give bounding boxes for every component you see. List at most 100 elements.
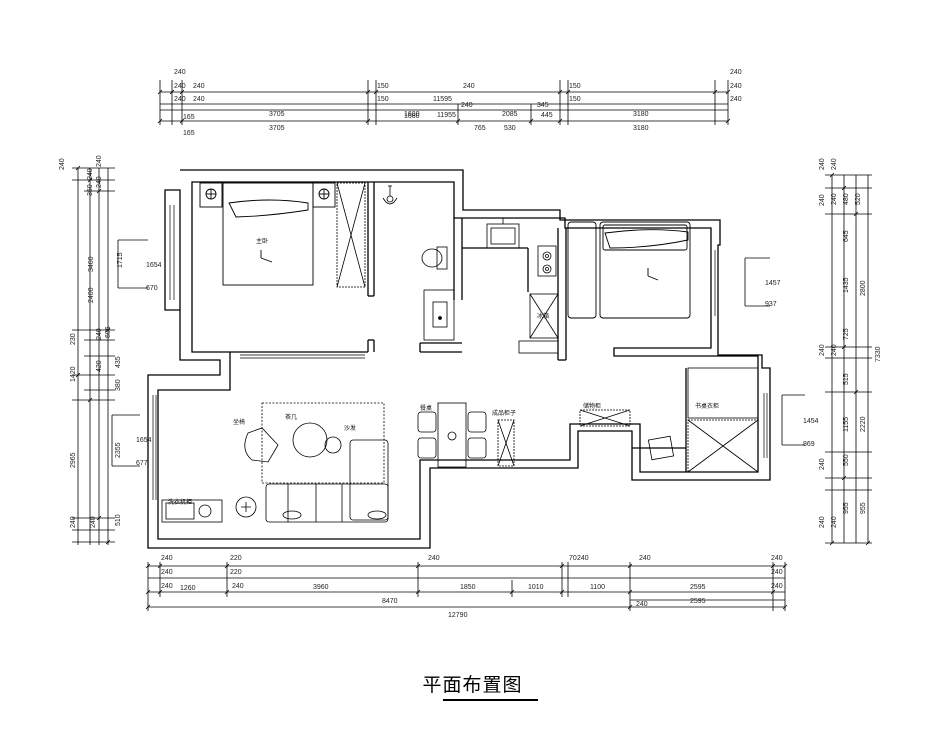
dim-left-window-2: 1654 xyxy=(136,437,152,444)
dim-top-r3-3: 240 xyxy=(461,102,473,109)
wardrobe xyxy=(336,182,366,288)
dim-top-r3-5: 345 xyxy=(537,102,549,109)
left-dimension-labels: 240 350 240 3460 2400 230 1420 2965 240 … xyxy=(59,155,162,528)
kitchen-sink xyxy=(486,218,520,249)
label-master-bedroom: 主卧 xyxy=(256,237,268,245)
dim-bottom-r3-3: 1850 xyxy=(460,584,476,591)
windows xyxy=(152,205,768,500)
dim-left-outer-5: 2400 xyxy=(88,287,95,303)
fridge-icon xyxy=(518,293,559,354)
dim-bottom-r4-1: 240 xyxy=(636,601,648,608)
dim-top-r3-8: 445 xyxy=(541,112,553,119)
master-bed xyxy=(199,182,336,286)
dim-bottom-r1-5: 240 xyxy=(639,555,651,562)
dim-top-r3-6: 3180 xyxy=(633,111,649,118)
dim-right-outer-2: 7330 xyxy=(875,346,882,362)
label-dining: 餐桌 xyxy=(420,404,432,412)
dim-left-outer-2: 240 xyxy=(87,168,94,180)
balcony-cabinets xyxy=(579,367,759,473)
top-dimensions xyxy=(157,80,731,125)
dim-bottom-r3-4: 1010 xyxy=(528,584,544,591)
dim-right-mid-4: 725 xyxy=(843,328,850,340)
dim-left-outer-6: 230 xyxy=(70,333,77,345)
second-bedroom xyxy=(567,221,691,319)
label-laundry: 洗衣机柜 xyxy=(168,498,192,506)
page-title: 平面布置图 xyxy=(422,674,523,696)
dim-right-mid-5: 515 xyxy=(843,373,850,385)
label-sofa: 沙发 xyxy=(344,424,356,432)
dim-left-inner-9: 240 xyxy=(70,516,77,528)
title-underline xyxy=(443,699,538,701)
label-desk: 书桌衣柜 xyxy=(695,402,719,410)
dim-right-inner-1: 480 xyxy=(843,193,850,205)
dim-left-inner-11: 510 xyxy=(115,514,122,526)
walls xyxy=(147,169,771,549)
bathroom-vanity xyxy=(423,289,455,341)
dim-top-r1-2: 150 xyxy=(377,83,389,90)
dim-left-inner-0: 240 xyxy=(96,155,103,167)
dim-right-window-0: 1457 xyxy=(765,280,781,287)
label-shoe-cabinet: 成品柜子 xyxy=(492,409,516,417)
dim-left-inner-4: 605 xyxy=(105,326,112,338)
dim-left-window-3: 677 xyxy=(136,460,148,467)
dim-top-r4-5: 3180 xyxy=(633,125,649,132)
dim-top-r1-0: 240 xyxy=(174,69,186,76)
dim-bottom-r1-1: 220 xyxy=(230,555,242,562)
dim-top-r4-0: 165 xyxy=(183,130,195,137)
dim-right-window-3: 869 xyxy=(803,441,815,448)
dim-bottom-r1-3: 70 xyxy=(569,555,577,562)
left-dimensions xyxy=(72,165,148,545)
dim-top-r3-0: 165 xyxy=(183,114,195,121)
dim-right-mid-0: 240 xyxy=(819,158,826,170)
dim-bottom-r3-1: 1260 xyxy=(180,585,196,592)
dim-top-r2-6: 240 xyxy=(730,96,742,103)
dim-top-r4-2: 1680 xyxy=(404,113,420,120)
dim-left-window-1: 670 xyxy=(146,285,158,292)
dim-right-inner-0: 240 xyxy=(831,158,838,170)
dim-right-inner-3: 240 xyxy=(819,344,826,356)
dim-right-mid-8: 955 xyxy=(843,502,850,514)
dim-bottom-r3-2: 3960 xyxy=(313,584,329,591)
dim-bottom-r3-5: 1100 xyxy=(590,584,605,591)
dim-left-outer-1: 350 xyxy=(87,184,94,196)
dim-bottom-r2-1: 220 xyxy=(230,569,242,576)
label-tea-table: 茶几 xyxy=(285,413,297,421)
right-dimensions xyxy=(744,172,872,546)
laundry-cabinet xyxy=(161,499,223,523)
dim-top-r4-4: 530 xyxy=(504,125,516,132)
dim-bottom-r2-2: 240 xyxy=(771,569,783,576)
dim-left-outer-7: 1420 xyxy=(70,366,77,382)
dim-left-inner-2: 1715 xyxy=(117,252,124,268)
dining-set xyxy=(417,402,515,468)
dim-top-r2-0: 240 xyxy=(174,83,186,90)
dim-top-r1-5: 240 xyxy=(730,69,742,76)
dim-top-r2-5: 240 xyxy=(730,83,742,90)
dim-bottom-r4-2: 2595 xyxy=(690,598,706,605)
dim-right-inner-4b: 240 xyxy=(831,516,838,528)
dim-right-outer-0b: 240 xyxy=(819,516,826,528)
dim-right-window-1: 937 xyxy=(765,301,777,308)
dim-left-window-0: 1654 xyxy=(146,262,162,269)
dim-right-mid-1: 240 xyxy=(819,194,826,206)
dim-right-outer-4: 955 xyxy=(860,502,867,514)
dim-right-inner-2: 520 xyxy=(855,193,862,205)
dim-left-inner-5: 420 xyxy=(96,360,103,372)
dim-right-outer-1: 2800 xyxy=(860,280,867,296)
dim-right-mid-3: 1435 xyxy=(843,277,850,293)
toilet-icon xyxy=(421,246,448,270)
dim-top-r1-4: 150 xyxy=(569,83,581,90)
dim-top-r3-4: 2085 xyxy=(502,111,518,118)
bottom-dimension-labels: 240 220 240 70 240 240 240 240 220 240 2… xyxy=(161,555,783,619)
dim-top-r2-3: 11595 xyxy=(433,96,452,103)
dim-top-r4-1: 3705 xyxy=(269,125,285,132)
right-dimension-labels: 240 240 240 240 480 520 645 1435 2800 24… xyxy=(765,158,882,528)
dim-right-inner-0b: 240 xyxy=(831,193,838,205)
dim-bottom-r1-0: 240 xyxy=(161,555,173,562)
dim-bottom-r5-0: 12790 xyxy=(448,612,468,619)
dim-bottom-r1-2: 240 xyxy=(428,555,440,562)
dim-bottom-r3-0: 240 xyxy=(161,583,173,590)
dim-right-mid-6: 1155 xyxy=(843,417,850,432)
dim-right-outer-3: 2220 xyxy=(860,416,867,432)
dim-top-r3-2: 1680 xyxy=(404,111,420,118)
dim-right-inner-4: 240 xyxy=(831,344,838,356)
